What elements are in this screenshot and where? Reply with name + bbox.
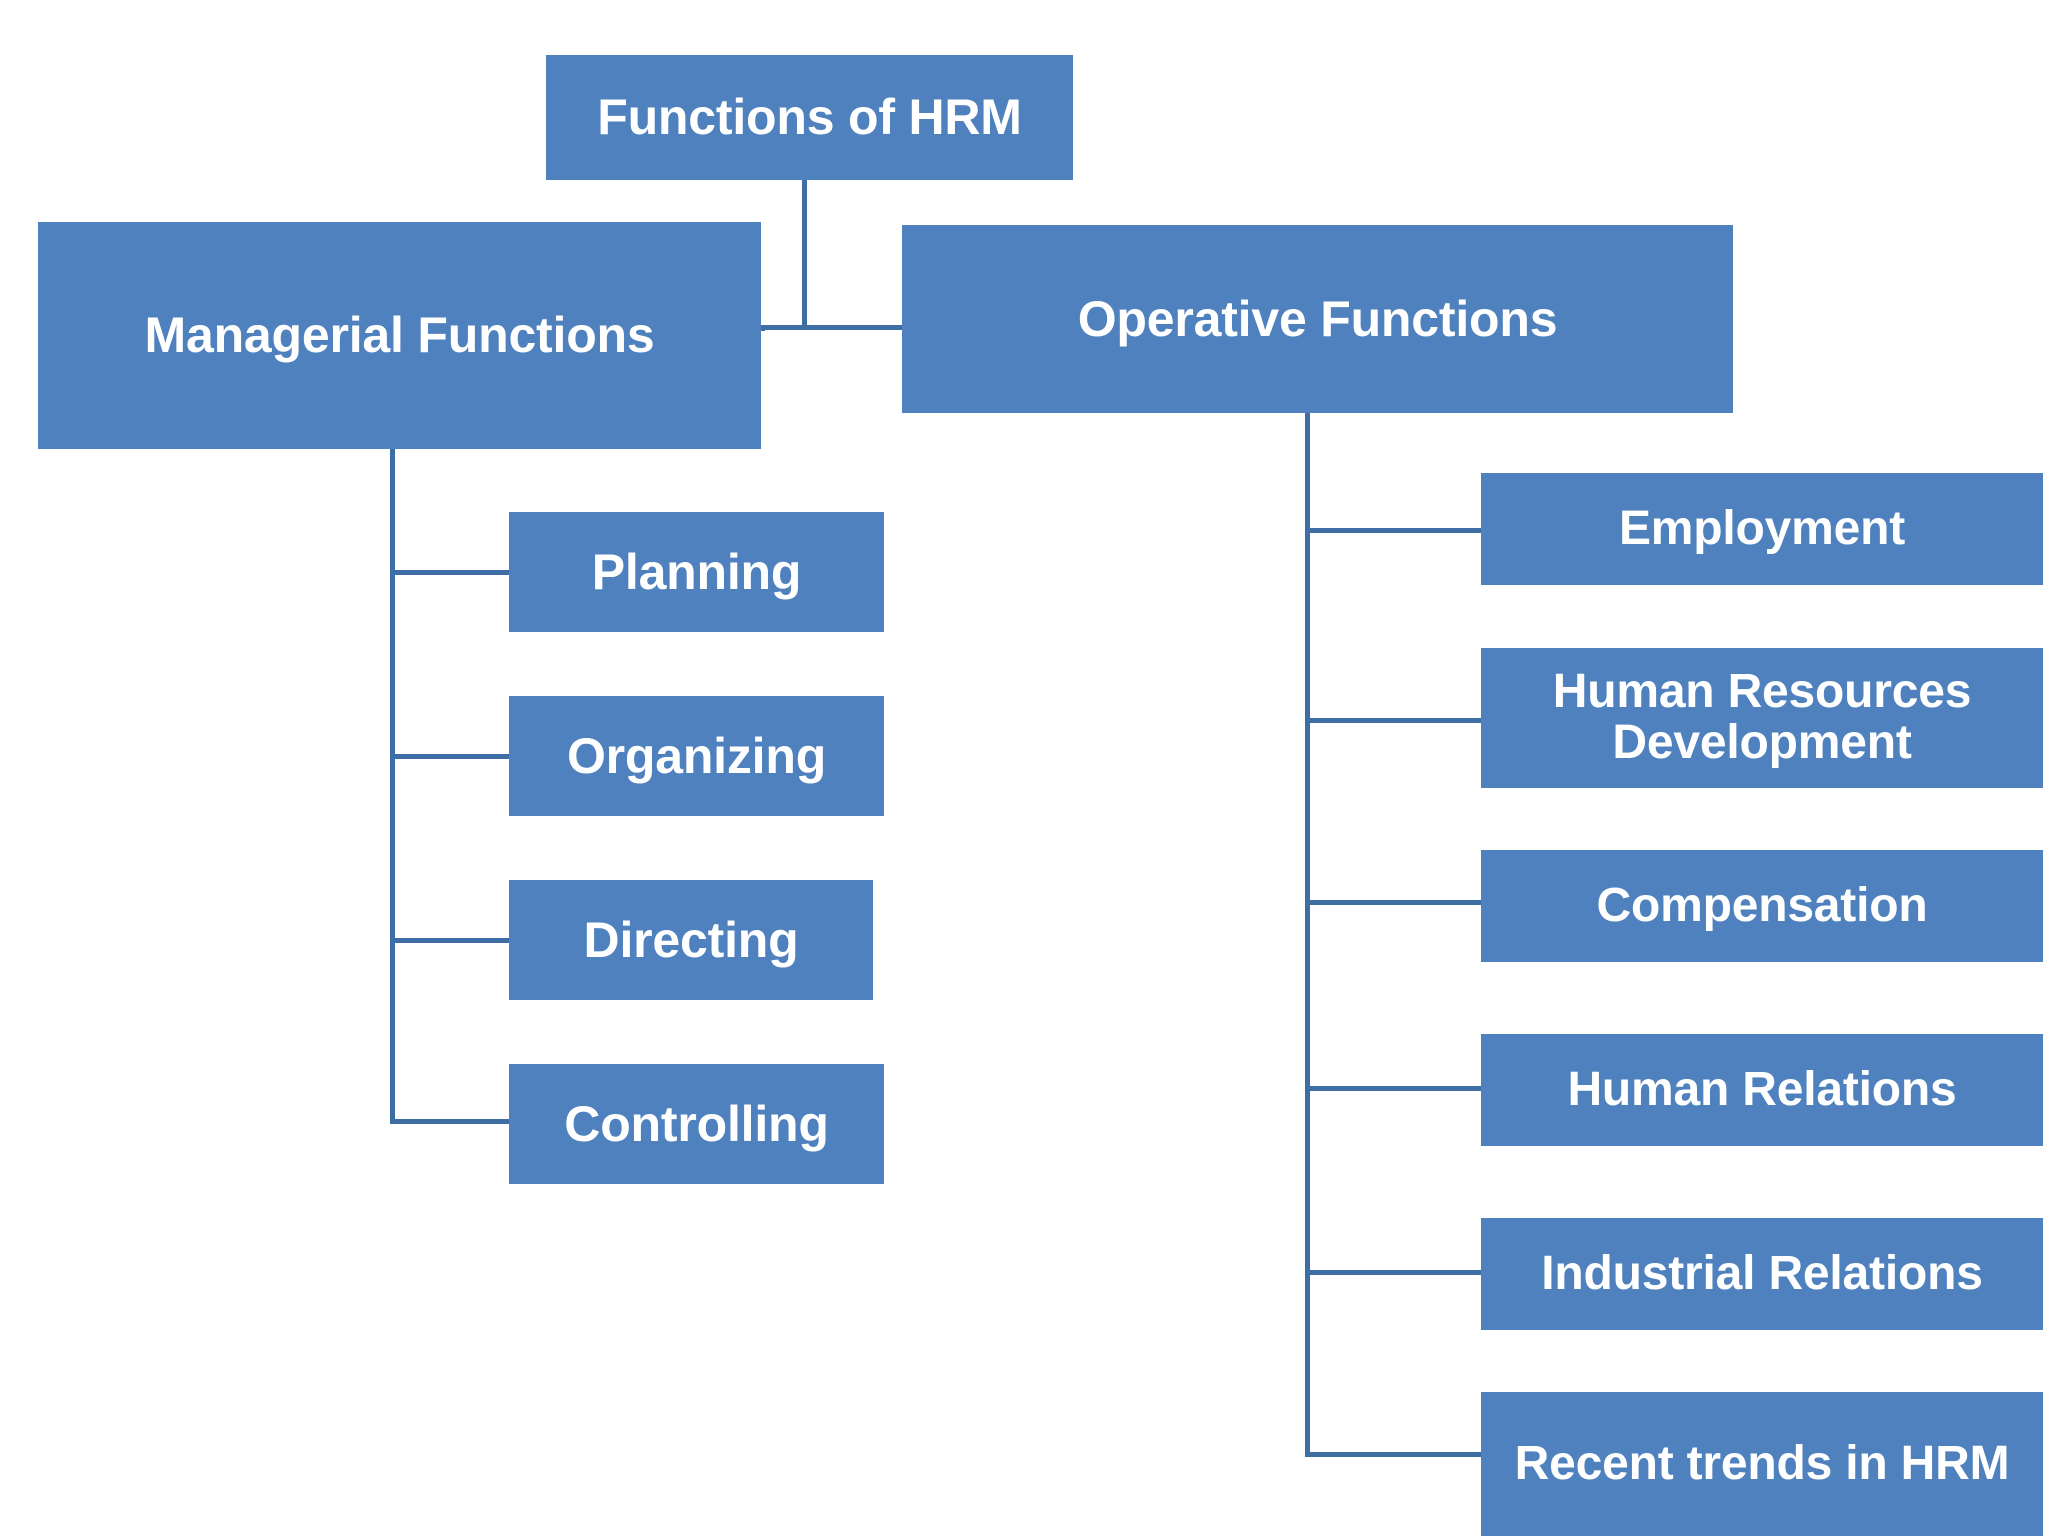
node-controlling[interactable]: Controlling (509, 1064, 884, 1184)
node-label: Managerial Functions (144, 307, 655, 363)
node-label: Human Resources Development (1552, 665, 1972, 769)
connector-operative-to-industrial-relations (1305, 1270, 1485, 1275)
node-label: Human Relations (1567, 1062, 1957, 1116)
connector-managerial-to-organizing (390, 754, 512, 759)
connector-managerial-entry (760, 325, 765, 331)
node-industrial-relations[interactable]: Industrial Relations (1481, 1218, 2043, 1330)
connector-managerial-to-directing (390, 938, 512, 943)
node-label: Planning (591, 543, 802, 600)
node-label: Organizing (566, 727, 827, 784)
node-recent-trends-in-hrm[interactable]: Recent trends in HRM (1481, 1392, 2043, 1536)
node-managerial-functions[interactable]: Managerial Functions (38, 222, 761, 449)
connector-root-stem (802, 133, 807, 328)
node-organizing[interactable]: Organizing (509, 696, 884, 816)
connector-managerial-spine (390, 447, 395, 1124)
node-label: Employment (1618, 501, 1906, 555)
node-functions-of-hrm[interactable]: Functions of HRM (546, 55, 1073, 180)
node-label: Controlling (564, 1095, 829, 1152)
connector-root-to-managerial (760, 325, 806, 330)
node-label: Compensation (1596, 878, 1928, 932)
node-human-relations[interactable]: Human Relations (1481, 1034, 2043, 1146)
node-directing[interactable]: Directing (509, 880, 873, 1000)
node-planning[interactable]: Planning (509, 512, 884, 632)
connector-managerial-to-controlling (390, 1119, 512, 1124)
connector-operative-to-hrd (1305, 718, 1485, 723)
node-label: Industrial Relations (1541, 1246, 1983, 1300)
node-label: Operative Functions (1077, 290, 1558, 347)
node-label: Recent trends in HRM (1514, 1436, 2010, 1490)
connector-operative-to-compensation (1305, 900, 1485, 905)
node-employment[interactable]: Employment (1481, 473, 2043, 585)
node-compensation[interactable]: Compensation (1481, 850, 2043, 962)
connector-operative-to-recent-trends (1305, 1452, 1485, 1457)
connector-operative-to-employment (1305, 528, 1485, 533)
node-label: Directing (583, 911, 799, 968)
connector-root-to-operative (802, 325, 902, 330)
connector-operative-spine (1305, 413, 1310, 1455)
connector-managerial-to-planning (390, 570, 512, 575)
node-human-resources-development[interactable]: Human Resources Development (1481, 648, 2043, 788)
node-operative-functions[interactable]: Operative Functions (902, 225, 1733, 413)
connector-operative-to-human-relations (1305, 1086, 1485, 1091)
node-label: Functions of HRM (597, 89, 1022, 145)
